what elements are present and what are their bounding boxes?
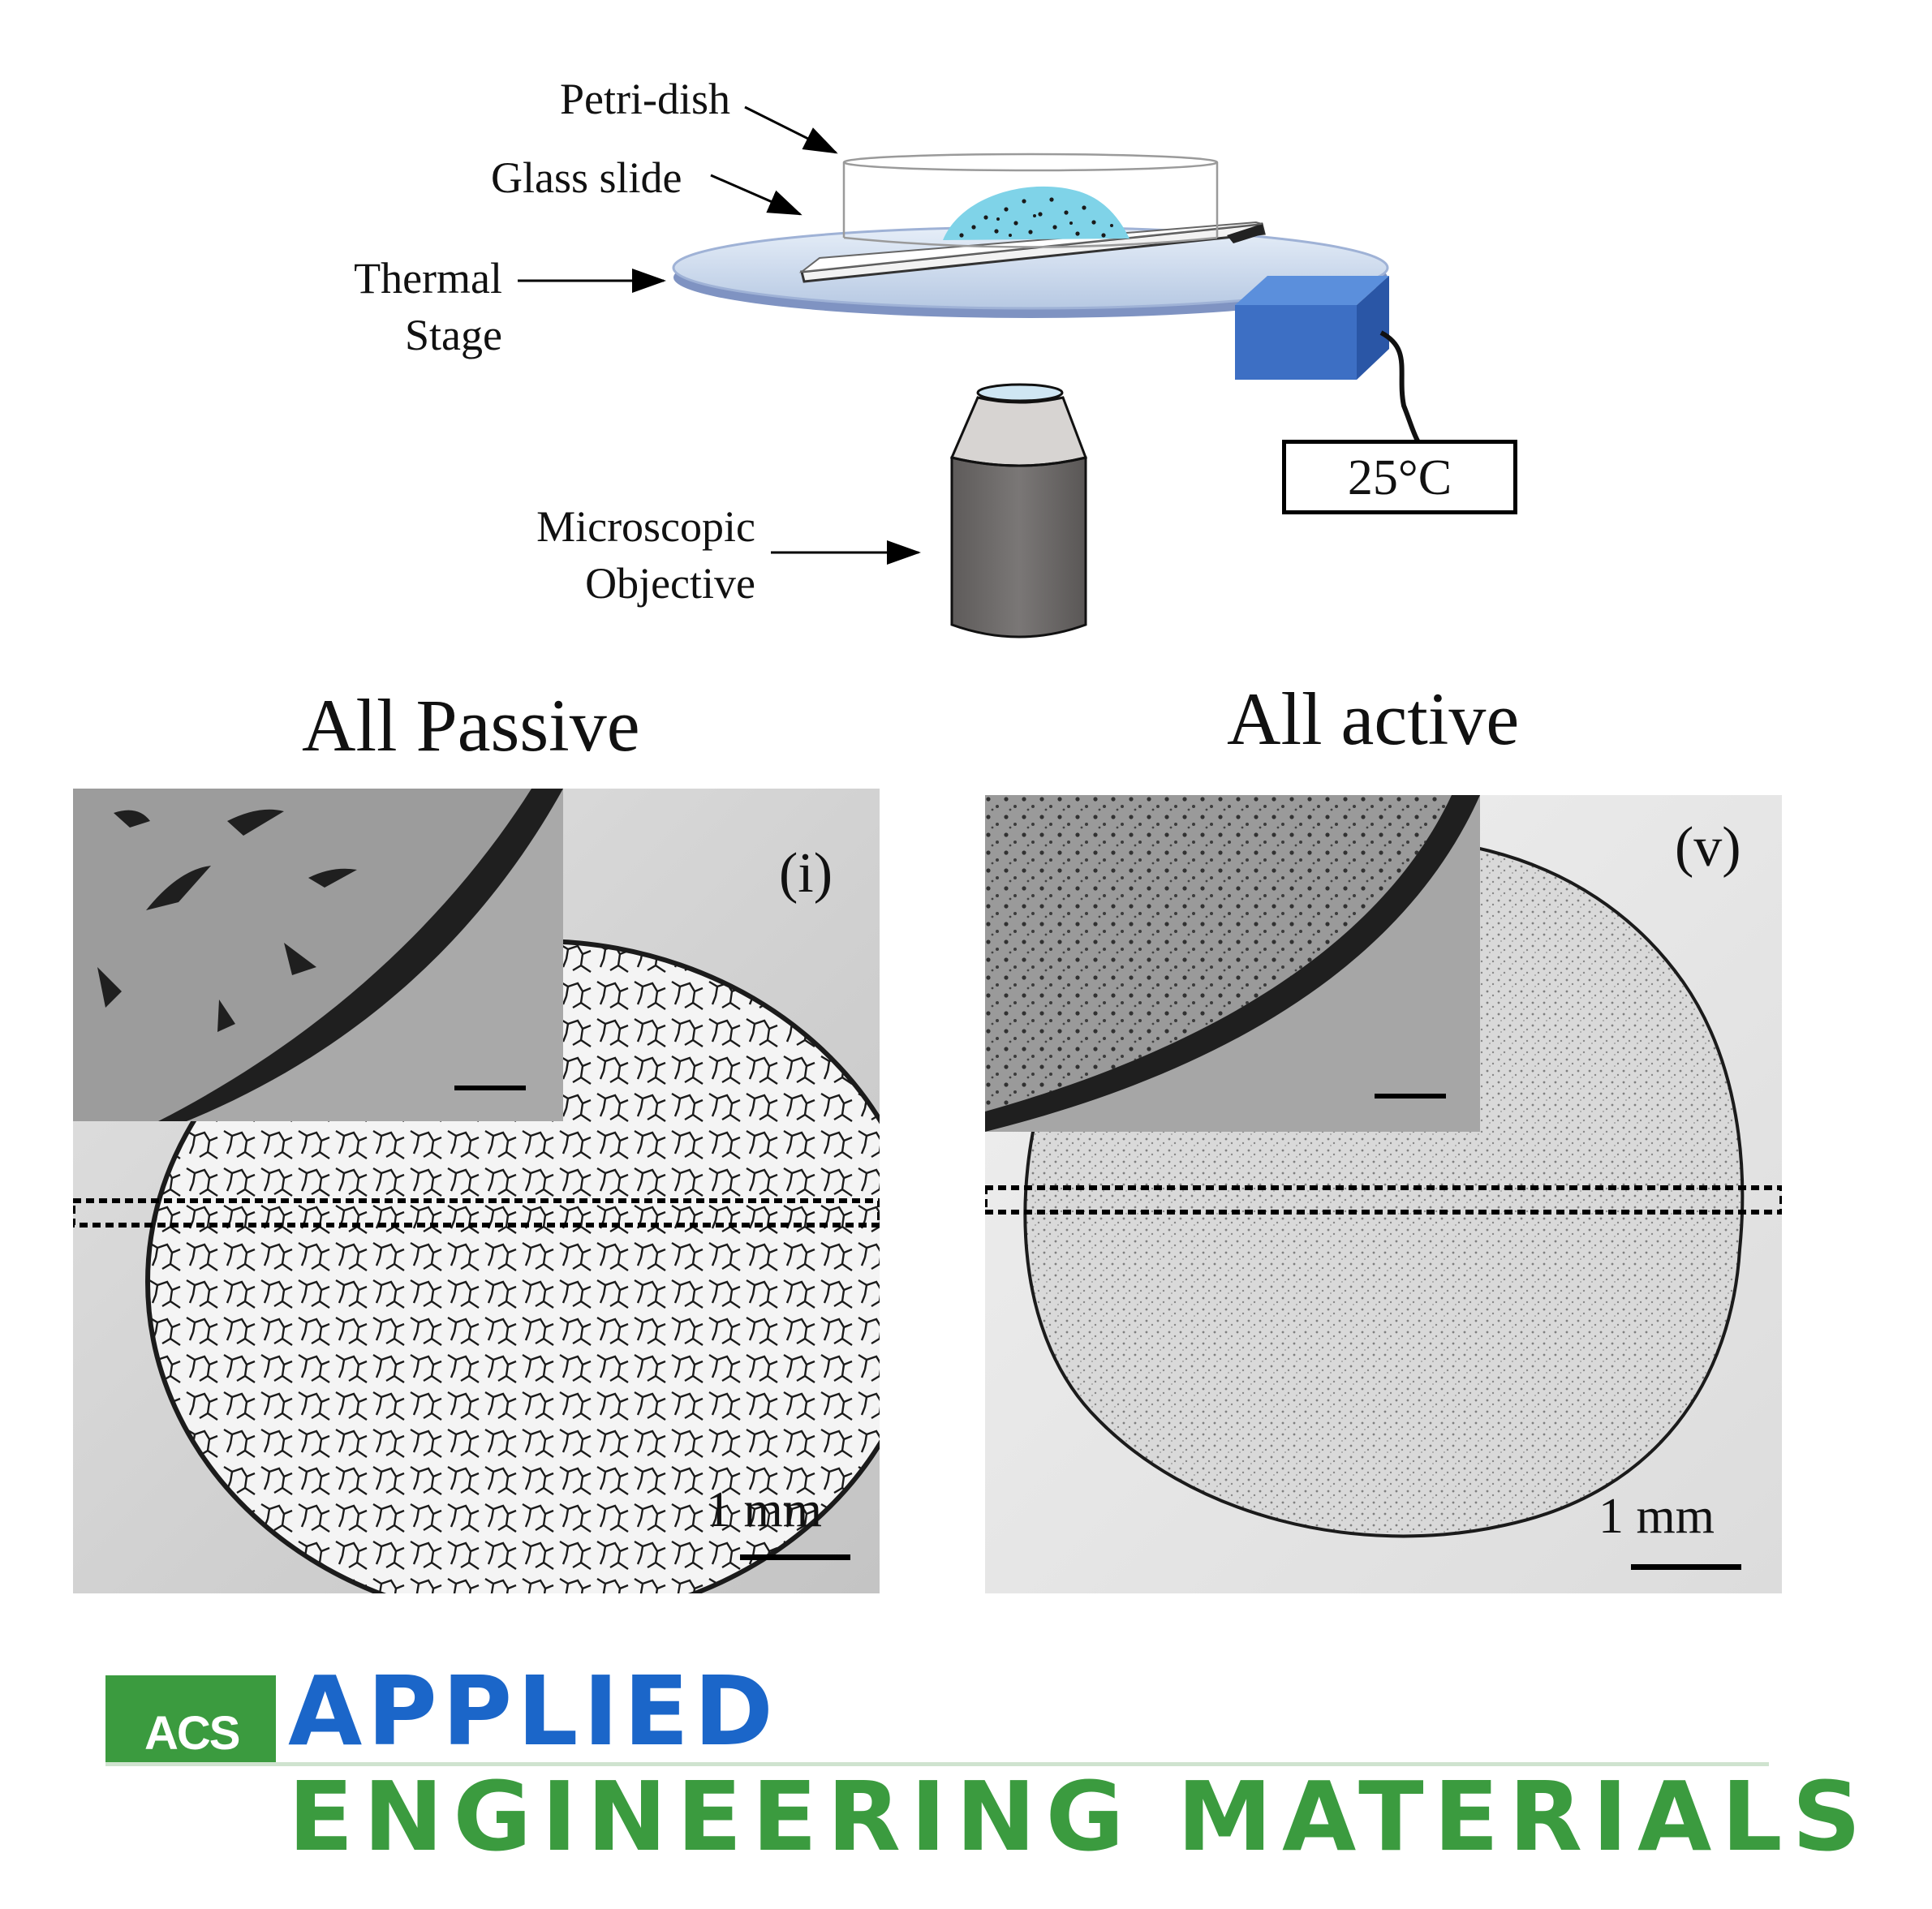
title-all-active: All active: [1227, 677, 1520, 760]
scale-label-active: 1 mm: [1599, 1489, 1715, 1544]
logo-applied: APPLIED: [288, 1655, 778, 1767]
temperature-display: 25°C: [1282, 440, 1517, 514]
label-microscopic: Microscopic: [536, 502, 755, 551]
scale-bar-passive: [740, 1554, 850, 1560]
microscope-objective: [949, 383, 1088, 638]
label-petri-dish: Petri-dish: [560, 75, 730, 123]
label-stage: Stage: [405, 311, 502, 359]
logo-engineering-materials: ENGINEERING MATERIALS: [288, 1761, 1871, 1872]
arrow-glass: [710, 174, 802, 216]
logo-acs-badge: ACS: [105, 1675, 276, 1766]
inset-passive-scale-bar: [454, 1086, 526, 1090]
heater-cable: [1379, 330, 1421, 444]
arrow-petri: [744, 105, 838, 154]
panel-tag-i: (i): [779, 842, 833, 905]
setup-schematic: [518, 105, 1421, 638]
droplet: [943, 186, 1130, 240]
scale-bar-active: [1631, 1564, 1741, 1570]
label-glass-slide: Glass slide: [491, 153, 682, 202]
micrograph-active: (v) 1 mm: [985, 795, 1782, 1593]
inset-active-scale-bar: [1375, 1094, 1446, 1099]
petri-dish: [842, 153, 1219, 248]
label-objective: Objective: [585, 559, 755, 608]
panel-tag-v: (v): [1675, 816, 1741, 879]
inset-passive: [73, 789, 563, 1121]
inset-passive-image: [73, 789, 563, 1121]
logo-divider: [105, 1762, 1769, 1766]
label-thermal: Thermal: [354, 254, 502, 303]
micrograph-passive: (i) 1 mm: [73, 789, 880, 1593]
inset-active-image: [985, 795, 1480, 1132]
scale-label-passive: 1 mm: [706, 1482, 822, 1537]
inset-active: [985, 795, 1480, 1132]
heater-block: [1235, 276, 1389, 380]
title-all-passive: All Passive: [302, 684, 640, 767]
